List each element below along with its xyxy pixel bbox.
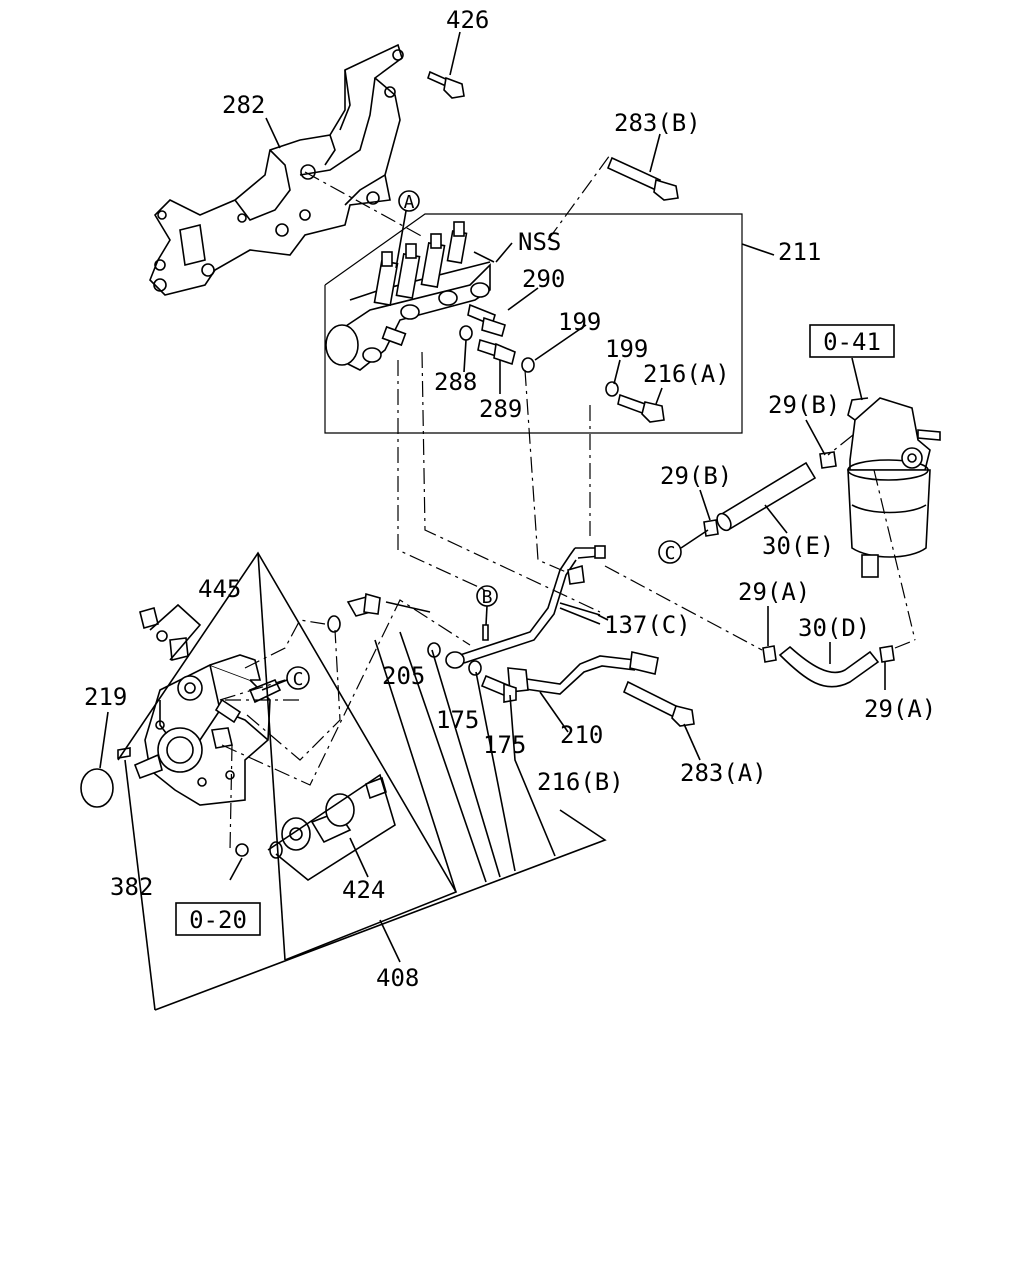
svg-text:B: B xyxy=(482,587,493,608)
label-216b: 216(B) xyxy=(537,768,624,796)
supply-pump-drawing xyxy=(133,654,282,806)
leader-408 xyxy=(379,919,401,963)
bracket-282-drawing xyxy=(149,43,404,296)
callout-c-hose: C xyxy=(658,529,709,564)
scv-424-drawing xyxy=(269,776,387,859)
clip-29a-a-drawing xyxy=(762,645,777,663)
label-30d: 30(D) xyxy=(798,614,870,642)
label-29b-top: 29(B) xyxy=(768,391,840,419)
bolt-283a-drawing xyxy=(622,680,695,727)
svg-text:C: C xyxy=(665,543,676,564)
clip-29b-b-drawing xyxy=(819,451,837,469)
ref-box-041: 0-41 xyxy=(809,324,895,358)
svg-text:0-41: 0-41 xyxy=(823,328,881,356)
label-445: 445 xyxy=(198,575,241,603)
bolt-216a-drawing xyxy=(617,393,665,423)
label-408: 408 xyxy=(376,964,419,992)
label-210: 210 xyxy=(560,721,603,749)
hose-30e-drawing xyxy=(716,461,817,532)
callout-c-pump: C xyxy=(261,666,310,691)
common-rail-drawing xyxy=(325,221,491,371)
hose-30d-drawing xyxy=(778,645,880,688)
label-29a-bot: 29(A) xyxy=(864,695,936,723)
callout-a: A xyxy=(395,190,420,269)
label-290: 290 xyxy=(522,265,565,293)
label-175b: 175 xyxy=(483,731,526,759)
fuel-filter-drawing xyxy=(847,397,941,578)
dash-lines xyxy=(219,154,916,851)
fitting-205-drawing xyxy=(346,592,381,617)
bolt-216b-drawing xyxy=(480,674,517,703)
sensor-290-drawing xyxy=(467,303,506,338)
clip-29b-a-drawing xyxy=(703,519,719,537)
group-brackets xyxy=(117,551,607,1011)
washer-199b-drawing xyxy=(605,381,619,397)
part-289-drawing xyxy=(477,338,516,366)
oring-219-drawing xyxy=(80,768,114,808)
svg-text:A: A xyxy=(404,192,415,213)
leader-424 xyxy=(349,837,369,878)
pipe-137c-drawing xyxy=(445,545,606,669)
label-216a: 216(A) xyxy=(643,360,730,388)
pipe-210-drawing xyxy=(507,651,659,695)
leader-lines xyxy=(99,31,886,881)
label-283a: 283(A) xyxy=(680,759,767,787)
oring-pump-top-drawing xyxy=(327,615,341,633)
washer-020-drawing xyxy=(235,843,249,857)
label-29b-mid: 29(B) xyxy=(660,462,732,490)
washer-288-drawing xyxy=(459,325,473,341)
label-175a: 175 xyxy=(436,706,479,734)
label-211: 211 xyxy=(778,238,821,266)
label-282: 282 xyxy=(222,91,265,119)
label-424: 424 xyxy=(342,876,385,904)
label-283b: 283(B) xyxy=(614,109,701,137)
clip-29a-b-drawing xyxy=(879,645,895,663)
label-nss: NSS xyxy=(518,228,561,256)
label-137c: 137(C) xyxy=(604,611,691,639)
label-426: 426 xyxy=(446,6,489,34)
label-382: 382 xyxy=(110,873,153,901)
label-30e: 30(E) xyxy=(762,532,834,560)
label-288: 288 xyxy=(434,368,477,396)
label-29a-top: 29(A) xyxy=(738,578,810,606)
label-219: 219 xyxy=(84,683,127,711)
label-205: 205 xyxy=(382,662,425,690)
label-289: 289 xyxy=(479,395,522,423)
washer-199a-drawing xyxy=(521,357,535,373)
callout-b: B xyxy=(476,585,498,626)
svg-text:C: C xyxy=(293,669,304,690)
bolt-283b-drawing xyxy=(606,156,679,201)
washer-175b-drawing xyxy=(468,660,482,676)
fitting-445-drawing xyxy=(139,607,189,662)
ref-box-020: 0-20 xyxy=(175,902,261,936)
bolt-426-drawing xyxy=(427,70,465,99)
label-199a: 199 xyxy=(558,308,601,336)
label-199b: 199 xyxy=(605,335,648,363)
svg-text:0-20: 0-20 xyxy=(189,906,247,934)
